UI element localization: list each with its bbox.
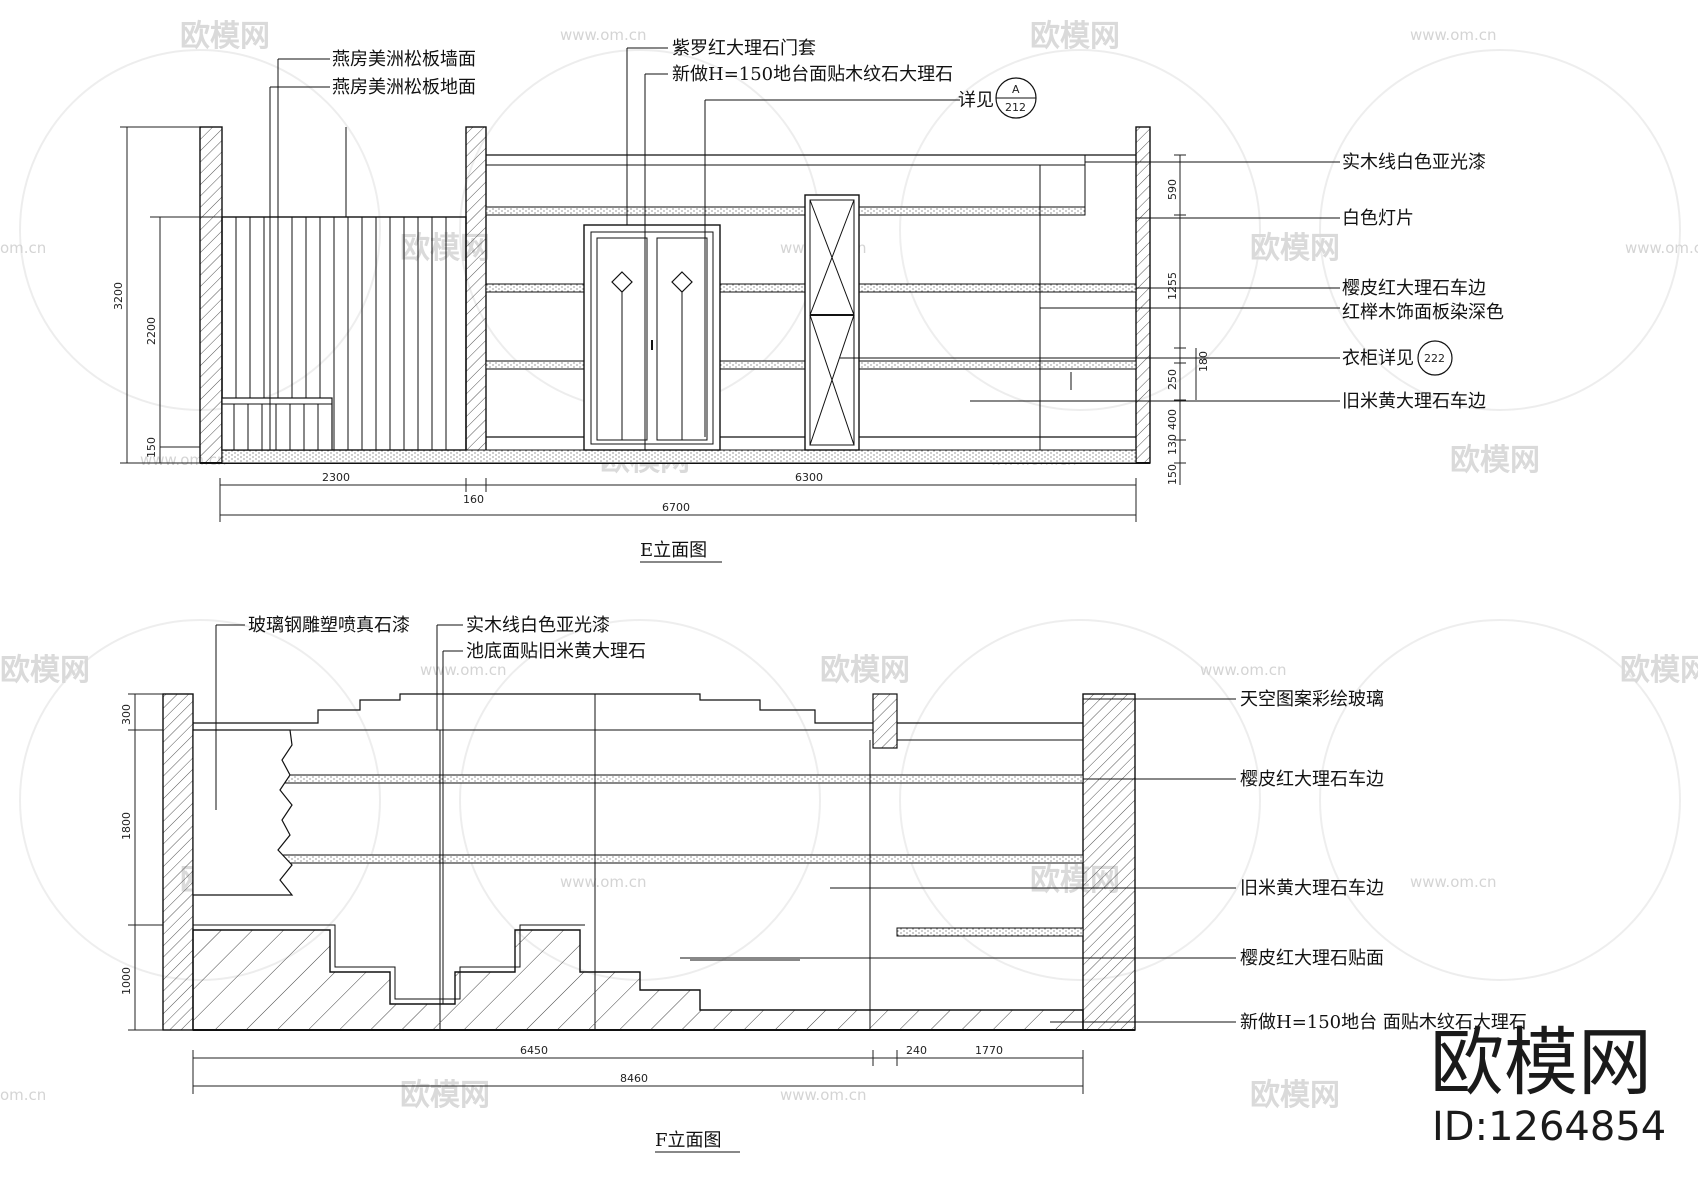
watermark-brand: 欧模网 [1250,231,1340,266]
dim-right: 250 [1166,369,1179,390]
dim-width-beam: 240 [906,1044,927,1057]
elevation-e-labels: 燕房美洲松板墙面 燕房美洲松板地面 紫罗红大理石门套 新做H=150地台面贴木纹… [332,38,1504,561]
marble-band [485,206,1086,216]
elevation-e-leaders [269,47,1453,450]
detail-callout-bottom: 212 [1005,101,1026,114]
dim-wall-height: 1800 [120,812,133,840]
watermark-brand: 欧模网 [180,19,270,54]
watermark-brand: 欧模网 [820,653,910,688]
pool-section [192,929,1084,1031]
dim-width-pool: 6450 [520,1044,548,1057]
dim-ceiling: 300 [120,704,133,725]
dim-height-total: 3200 [112,282,125,310]
dim-height-base: 150 [145,437,158,458]
watermark-url: www.om.cn [1410,873,1497,891]
dim-width-total: 8460 [620,1072,648,1085]
label-wood-trim: 实木线白色亚光漆 [1342,152,1486,173]
watermark-url: www.om.cn [1625,239,1698,257]
elevation-f [162,693,1136,1031]
wall-right [1135,126,1151,464]
dim-right: 130 [1166,434,1179,455]
dim-width-side: 1770 [975,1044,1003,1057]
dim-width-main: 6300 [795,471,823,484]
dim-right: 1255 [1166,272,1179,300]
label-pool-bottom: 池底面贴旧米黄大理石 [466,641,646,662]
label-sculpture: 玻璃钢雕塑喷真石漆 [248,615,410,636]
beam [872,693,898,749]
wall-left [199,126,223,464]
wall-middle [465,126,487,464]
label-sky-glass: 天空图案彩绘玻璃 [1240,689,1384,710]
pine-wall-panel [221,216,467,451]
elevation-f-dimensions [128,693,1084,1094]
dim-width-sauna: 2300 [322,471,350,484]
wall-left [162,693,194,1031]
elevation-f-dim-text: 300 1800 1000 6450 240 1770 8460 [120,704,1003,1085]
label-beech-panel: 红榉木饰面板染深色 [1342,302,1504,323]
watermark-brand: 欧模网 [0,653,90,688]
brand-id: ID:1264854 [1432,1104,1666,1150]
brand-logo: 欧模网 [1430,1020,1652,1106]
watermark-url-short: om.cn [0,1086,46,1104]
watermark-url: www.om.cn [780,1086,867,1104]
dim-right: 590 [1166,179,1179,200]
dim-right: 400 [1166,409,1179,430]
dim-width-wall: 160 [463,493,484,506]
title-elevation-f: F立面图 [655,1130,722,1151]
elevation-e [199,126,1151,464]
watermark-url: www.om.cn [1200,661,1287,679]
marble-band [279,774,1084,784]
label-wood-trim: 实木线白色亚光漆 [466,615,610,636]
wall-right [1082,693,1136,1031]
double-door [583,224,721,451]
watermark-url: www.om.cn [420,661,507,679]
sauna-bench [221,397,333,451]
label-pine-wall: 燕房美洲松板墙面 [332,49,476,70]
label-see-detail: 详见 [958,90,994,111]
dim-width-total: 6700 [662,501,690,514]
decorative-column [804,194,860,451]
watermark-url: www.om.cn [560,873,647,891]
detail-callout-top: A [1012,83,1020,96]
label-red-marble-edge: 樱皮红大理石车边 [1342,278,1486,299]
watermark-brand: 欧模网 [1250,1078,1340,1113]
elevation-f-leaders [215,624,1236,1023]
title-elevation-e: E立面图 [640,540,707,561]
label-door-frame: 紫罗红大理石门套 [672,38,816,59]
label-beige-marble-edge: 旧米黄大理石车边 [1342,391,1486,412]
watermark-url-short: om.cn [0,239,46,257]
label-light-panel: 白色灯片 [1342,208,1414,229]
dim-right: 150 [1166,464,1179,485]
label-red-marble-face: 樱皮红大理石贴面 [1240,948,1384,969]
watermark-url: www.om.cn [560,26,647,44]
watermark-brand: 欧模网 [1620,653,1698,688]
elevation-e-dim-text: 3200 2200 150 2300 160 6300 6700 590 125… [112,179,1210,514]
floor-platform [221,449,1137,464]
sculpture-rock [192,729,294,896]
watermark-brand: 欧模网 [400,1078,490,1113]
dim-height-panel: 2200 [145,317,158,345]
marble-band [896,927,1084,937]
label-pine-floor: 燕房美洲松板地面 [332,77,476,98]
elevation-f-labels: 玻璃钢雕塑喷真石漆 实木线白色亚光漆 池底面贴旧米黄大理石 天空图案彩绘玻璃 樱… [248,615,1527,1151]
watermark-brand: 欧模网 [1450,443,1540,478]
label-new-platform: 新做H=150地台 面贴木纹石大理石 [1240,1012,1527,1033]
wardrobe-callout-ref: 222 [1424,352,1445,365]
label-beige-marble-edge: 旧米黄大理石车边 [1240,878,1384,899]
dim-right: 180 [1197,351,1210,372]
watermark-url: www.om.cn [1410,26,1497,44]
elevation-e-dimensions [120,126,1197,522]
label-red-marble-edge: 樱皮红大理石车边 [1240,769,1384,790]
label-wardrobe: 衣柜详见 [1342,348,1414,369]
label-new-platform: 新做H=150地台面贴木纹石大理石 [672,64,953,85]
watermark-brand: 欧模网 [1030,19,1120,54]
wardrobe-callout [1417,340,1453,376]
marble-band [279,854,1084,864]
dim-pool-depth: 1000 [120,967,133,995]
